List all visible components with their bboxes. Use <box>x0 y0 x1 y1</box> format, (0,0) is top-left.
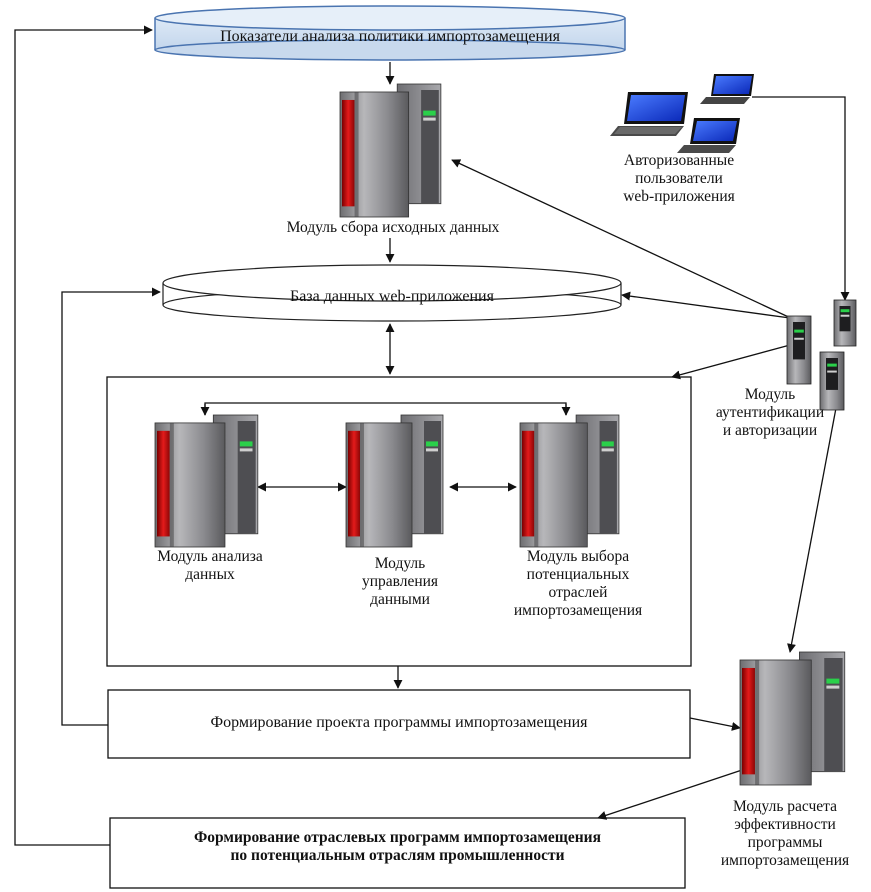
efficiency-server-icon <box>739 651 846 786</box>
data-collection-server-icon <box>339 83 442 218</box>
project-box <box>107 689 691 759</box>
laptop-icon <box>677 118 740 153</box>
connectors <box>14 25 850 846</box>
selection-server-icon <box>519 414 620 548</box>
top-database-cylinder <box>154 5 626 61</box>
selection-module-label: Модуль выбора потенциальных отраслей имп… <box>513 548 643 619</box>
analysis-server-icon <box>154 414 259 548</box>
laptop-icon <box>610 92 688 136</box>
auth-module-label: Модуль аутентификации и авторизации <box>715 386 825 439</box>
project-box-label: Формирование проекта программы импортоза… <box>210 714 588 731</box>
auth-server-tower-icon <box>833 299 857 347</box>
webapp-database-label: База данных web-приложения <box>290 288 494 305</box>
top-database-label: Показатели анализа политики импортозамещ… <box>220 28 560 45</box>
management-module-label: Модуль управления данными <box>361 555 439 608</box>
auth-server-towers <box>786 299 857 411</box>
server-cabinets <box>154 83 846 786</box>
sector-box <box>109 817 686 889</box>
data-collection-module-label: Модуль сбора исходных данных <box>286 219 500 236</box>
webapp-database-cylinder <box>162 264 622 322</box>
efficiency-module-label: Модуль расчета эффективности программы и… <box>720 798 850 869</box>
auth-server-tower-icon <box>819 351 845 411</box>
authorized-users-label: Авторизованные пользователи web-приложен… <box>623 152 735 205</box>
management-server-icon <box>345 414 444 548</box>
auth-server-tower-icon <box>786 315 812 385</box>
analysis-module-label: Модуль анализа данных <box>157 548 263 583</box>
laptop-icon <box>700 74 754 104</box>
modules-container <box>106 376 692 667</box>
sector-box-label: Формирование отраслевых программ импорто… <box>193 829 601 864</box>
